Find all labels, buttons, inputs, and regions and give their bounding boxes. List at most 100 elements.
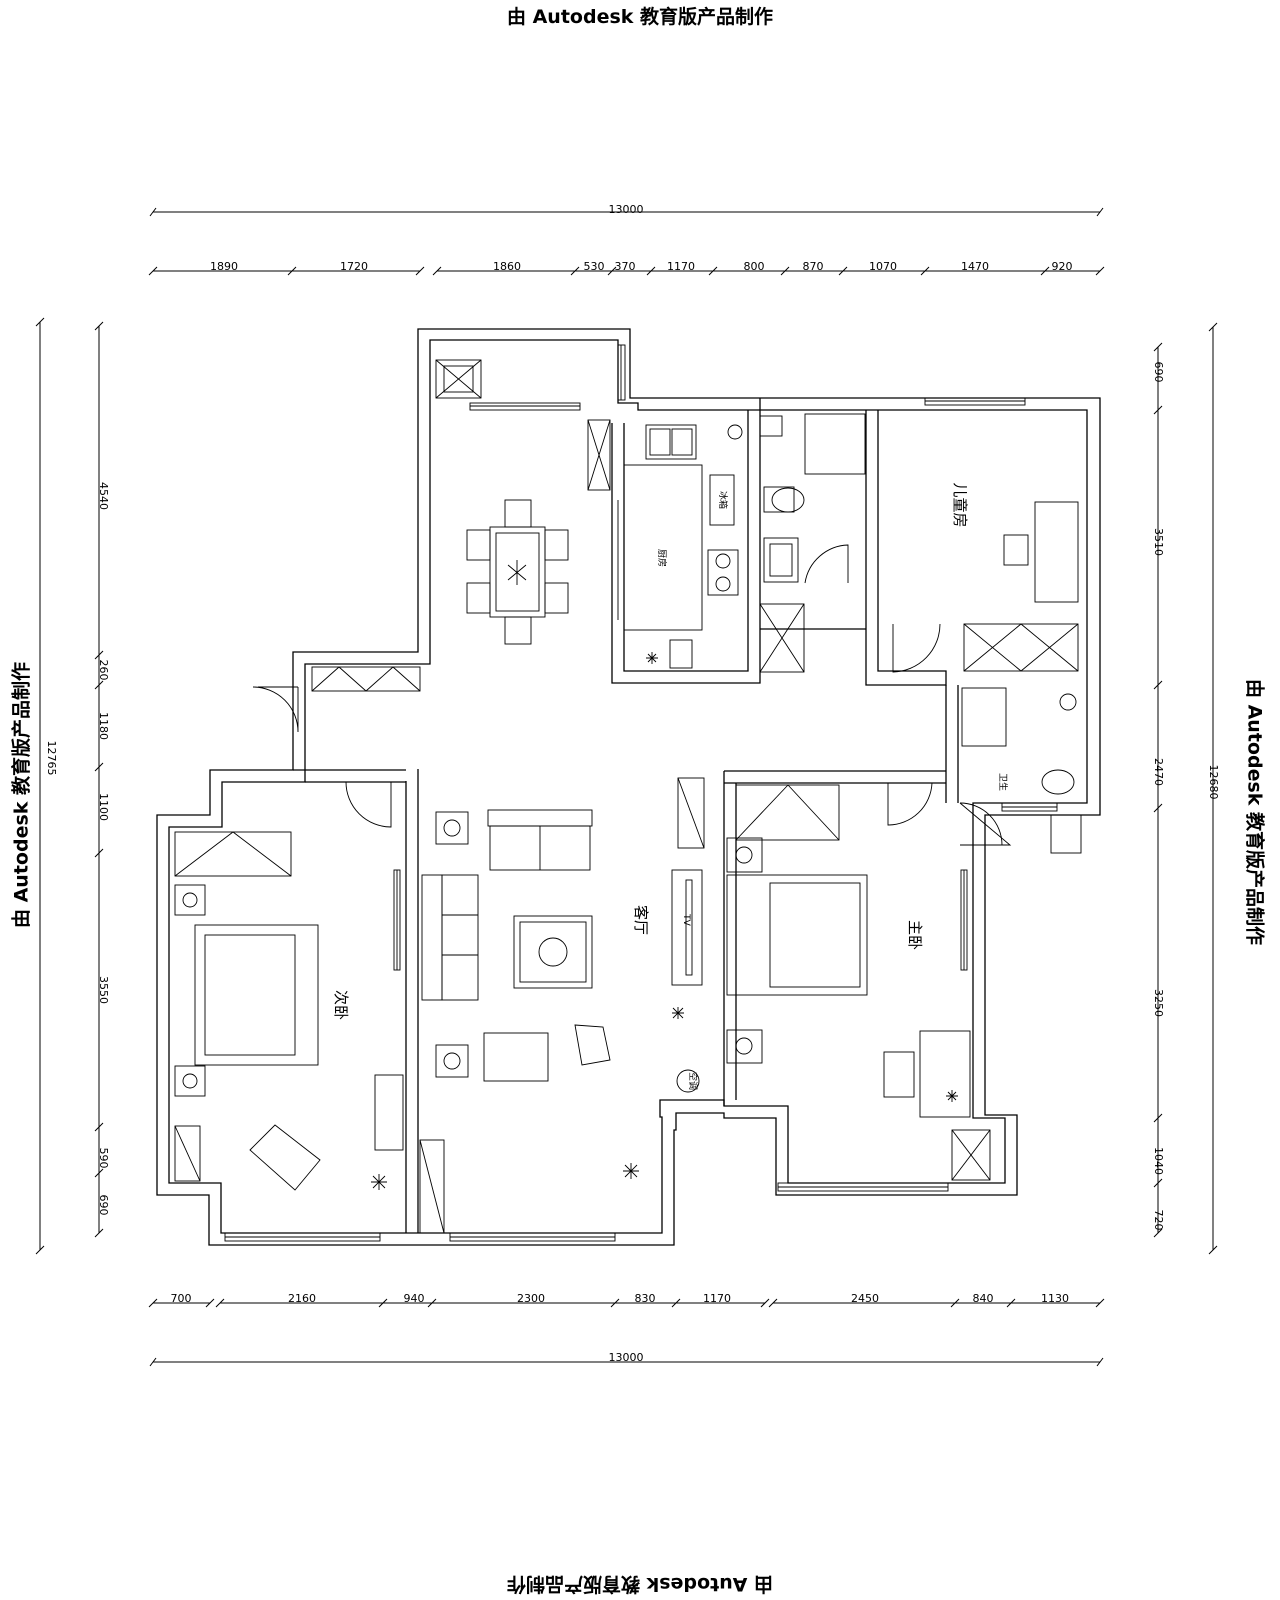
- dim-top-seg-1: 1720: [340, 260, 368, 273]
- master-bedroom: 主卧: [726, 784, 991, 1181]
- dimension-tick: [1153, 1228, 1163, 1238]
- dim-left-seg-3: 1100: [97, 793, 110, 821]
- dimension-tick: [94, 1228, 104, 1238]
- plants: [371, 652, 958, 1190]
- dimension-tick: [950, 1298, 960, 1308]
- dim-bottom-seg-1: 2160: [288, 1292, 316, 1305]
- dimension-tick: [1153, 803, 1163, 813]
- dimension-tick: [1153, 1178, 1163, 1188]
- dim-left-seg-5: 590: [97, 1148, 110, 1169]
- dimension-lines: [35, 207, 1218, 1367]
- dim-right-seg-2: 2470: [1152, 758, 1165, 786]
- living-room: 客厅 TV 空调: [419, 777, 705, 1234]
- dim-left-seg-6: 690: [97, 1195, 110, 1216]
- dim-right-seg-0: 690: [1152, 362, 1165, 383]
- dimension-tick: [94, 1122, 104, 1132]
- dim-top-seg-9: 1470: [961, 260, 989, 273]
- dimension-tick: [148, 1298, 158, 1308]
- dim-right-seg-4: 1040: [1152, 1147, 1165, 1175]
- dim-top-seg-2: 1860: [493, 260, 521, 273]
- dimension-tick: [671, 1298, 681, 1308]
- dim-left-seg-0: 4540: [97, 482, 110, 510]
- dim-top-total: 13000: [609, 203, 644, 216]
- bathroom-right: 卫生: [961, 687, 1082, 854]
- room-label-living: 客厅: [632, 905, 650, 935]
- dimension-tick: [708, 266, 718, 276]
- dim-top-seg-3: 530: [584, 260, 605, 273]
- dim-bottom-seg-6: 2450: [851, 1292, 879, 1305]
- dim-left-seg-2: 1180: [97, 712, 110, 740]
- dim-top-seg-0: 1890: [210, 260, 238, 273]
- dim-right-seg-3: 3250: [1152, 989, 1165, 1017]
- bathroom-top: [759, 413, 866, 673]
- dim-left-total: 12765: [45, 741, 58, 776]
- label-ac: 空调: [687, 1072, 699, 1090]
- dimension-tick: [415, 266, 425, 276]
- walls: [156, 328, 1101, 1246]
- dimension-tick: [148, 266, 158, 276]
- room-label-master-bedroom: 主卧: [906, 920, 924, 950]
- dim-bottom-seg-4: 830: [635, 1292, 656, 1305]
- dimension-tick: [780, 266, 790, 276]
- dim-bottom-seg-5: 1170: [703, 1292, 731, 1305]
- dim-right-seg-1: 3510: [1152, 528, 1165, 556]
- dimension-tick: [94, 848, 104, 858]
- dimension-tick: [287, 266, 297, 276]
- dim-top-seg-7: 870: [803, 260, 824, 273]
- dimension-tick: [610, 1298, 620, 1308]
- dim-left-seg-1: 260: [97, 660, 110, 681]
- dimension-tick: [607, 266, 617, 276]
- dim-left-seg-4: 3550: [97, 976, 110, 1004]
- dim-bottom-seg-8: 1130: [1041, 1292, 1069, 1305]
- dimension-tick: [94, 762, 104, 772]
- dimension-tick: [94, 650, 104, 660]
- dimension-tick: [920, 266, 930, 276]
- dimension-tick: [570, 266, 580, 276]
- dimension-tick: [432, 266, 442, 276]
- room-label-bathroom: 卫生: [997, 773, 1009, 791]
- kitchen-fixtures: 厨房 冰箱: [587, 419, 743, 669]
- dimension-tick: [378, 1298, 388, 1308]
- dimension-tick: [94, 321, 104, 331]
- dimension-tick: [1095, 266, 1105, 276]
- dimension-tick: [94, 1168, 104, 1178]
- dim-right-total: 12680: [1207, 765, 1220, 800]
- windows: [224, 344, 1058, 1242]
- dimension-tick: [205, 1298, 215, 1308]
- dim-top-seg-10: 920: [1052, 260, 1073, 273]
- dimension-tick: [215, 1298, 225, 1308]
- doors: [252, 544, 1012, 846]
- dimension-tick: [646, 266, 656, 276]
- dimension-tick: [1153, 1113, 1163, 1123]
- dimension-tick: [1153, 680, 1163, 690]
- room-label-kitchen: 厨房: [656, 549, 668, 567]
- label-tv: TV: [681, 913, 691, 926]
- dim-bottom-seg-7: 840: [973, 1292, 994, 1305]
- dimension-tick: [1040, 266, 1050, 276]
- dim-bottom-seg-0: 700: [171, 1292, 192, 1305]
- dim-top-seg-4: 370: [615, 260, 636, 273]
- dimension-tick: [1153, 405, 1163, 415]
- dimension-tick: [768, 1298, 778, 1308]
- entrance-cabinet: [311, 666, 421, 692]
- label-fridge: 冰箱: [717, 491, 729, 509]
- dimension-tick: [838, 266, 848, 276]
- dimension-tick: [94, 680, 104, 690]
- dim-top-seg-6: 800: [744, 260, 765, 273]
- second-bedroom: 次卧: [174, 831, 404, 1191]
- dim-top-seg-5: 1170: [667, 260, 695, 273]
- dimension-tick: [760, 1298, 770, 1308]
- dimension-tick: [1006, 1298, 1016, 1308]
- dim-bottom-total: 13000: [609, 1351, 644, 1364]
- dim-right-seg-5: 720: [1152, 1210, 1165, 1231]
- children-room: 儿童房: [951, 482, 1079, 672]
- room-label-second-bedroom: 次卧: [332, 990, 350, 1020]
- dining-table: [466, 499, 569, 645]
- room-label-children: 儿童房: [951, 482, 969, 527]
- dim-bottom-seg-3: 2300: [517, 1292, 545, 1305]
- balcony-top: [435, 359, 482, 399]
- watermark-top: 由 Autodesk 教育版产品制作: [506, 6, 774, 28]
- dim-bottom-seg-2: 940: [404, 1292, 425, 1305]
- dimension-tick: [1153, 342, 1163, 352]
